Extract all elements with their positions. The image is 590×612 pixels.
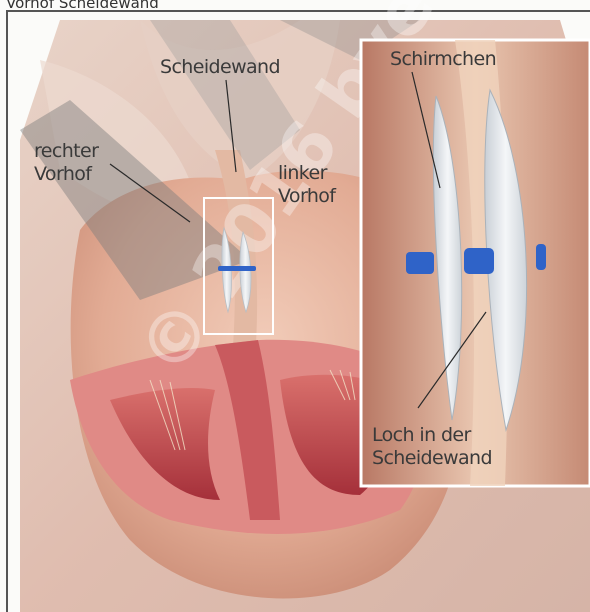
inset-zoom — [361, 40, 590, 486]
label-left-atrium-line1: linker — [278, 162, 335, 185]
label-umbrella: Schirmchen — [390, 48, 496, 71]
top-caption: Vorhof Scheidewand — [6, 0, 159, 12]
label-left-atrium: linker Vorhof — [278, 162, 335, 208]
label-hole-line1: Loch in der — [372, 424, 492, 447]
label-right-atrium-line2: Vorhof — [34, 163, 98, 186]
label-left-atrium-line2: Vorhof — [278, 185, 335, 208]
label-right-atrium-line1: rechter — [34, 140, 98, 163]
label-right-atrium: rechter Vorhof — [34, 140, 98, 186]
label-hole: Loch in der Scheidewand — [372, 424, 492, 470]
label-septum: Scheidewand — [160, 56, 280, 79]
label-hole-line2: Scheidewand — [372, 447, 492, 470]
